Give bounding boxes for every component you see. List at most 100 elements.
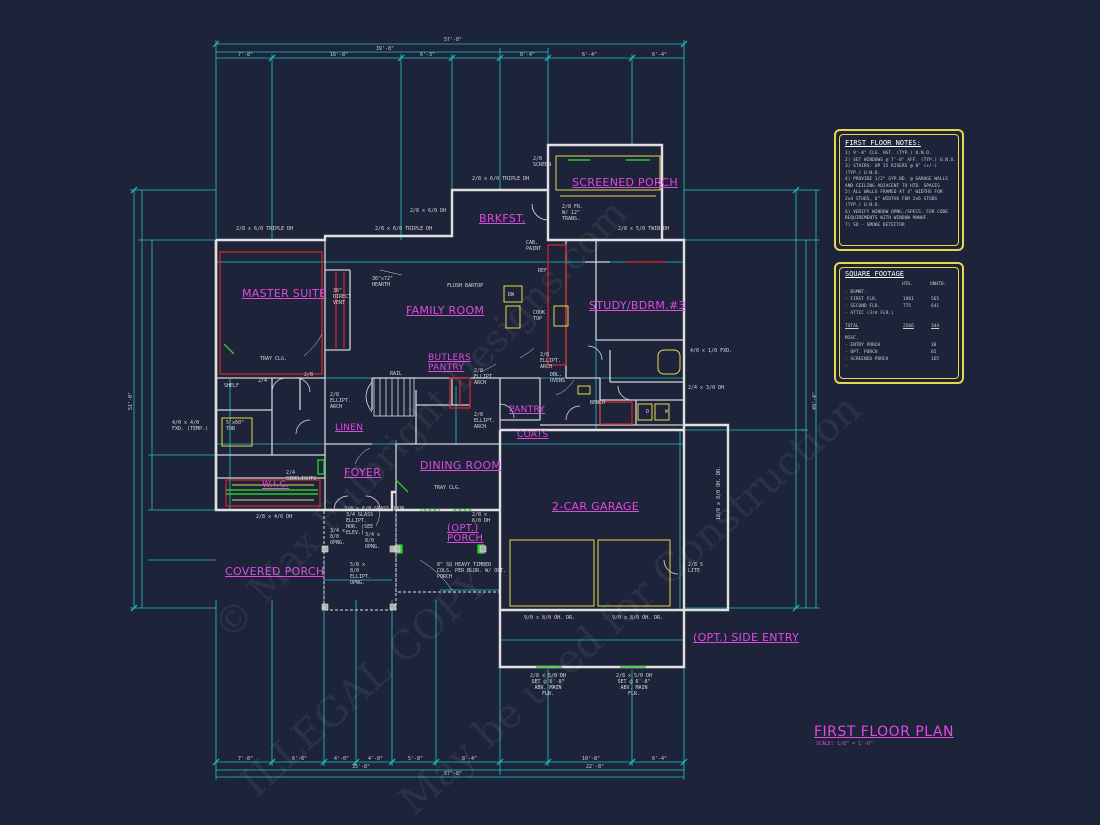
opening-dh-porch: 2/8 x 6/0 DH <box>472 512 491 524</box>
note-cook-top: COOK TOP <box>533 310 546 322</box>
opening-sidelights: 2/4 SIDELIGHTS <box>286 470 317 482</box>
dim-bottom-seg-5: 8'-4" <box>462 756 478 762</box>
dim-bottom-seg-4: 5'-8" <box>408 756 424 762</box>
sqft-total-label: TOTAL <box>845 324 859 329</box>
notes-line: 5) ALL WALLS FRAMED AT 4" WIDTHS FOR <box>845 190 943 195</box>
notes-line: (TYP.) U.N.O. <box>845 170 881 176</box>
opening-door-28: 2/8 <box>304 372 314 378</box>
sqft-misc-label: - <box>845 364 848 369</box>
dim-bottom-seg-0: 7'-8" <box>238 756 254 762</box>
interior-walls <box>216 240 684 510</box>
dim-top-total: 57'-8" <box>444 37 463 43</box>
sqft-col-unhtd: UNHTD. <box>930 282 947 287</box>
opening-twin-dh: 2/8 x 5/0 TWIN DH <box>618 226 670 232</box>
sqft-row-label: - BSMNT. <box>845 290 867 295</box>
note-screen-door: 2/8 SCREEN <box>533 156 552 168</box>
note-hearth: 36"x72" HEARTH <box>372 276 394 288</box>
room-label-opt-porch: (OPT.) PORCH <box>447 523 484 544</box>
notes-line: 2x4 STUDS, 6" WIDTHS FOR 2x6 STUDS <box>845 196 938 202</box>
notes-panel-border <box>839 134 959 246</box>
sqft-row-label: - ATTIC (3rd FLR.) <box>845 311 894 316</box>
opening-door-24: 2/4 <box>258 378 268 384</box>
notes-line: REQUIREMENTS WITH WINDOW MANUF. <box>845 216 929 221</box>
sqft-col-htd: HTD. <box>902 282 913 287</box>
room-label-garage: 2-CAR GARAGE <box>552 500 639 513</box>
sqft-misc-val: 165 <box>931 357 940 362</box>
note-tray-clg-master: TRAY CLG. <box>260 356 288 362</box>
note-timber-cols: 8" SQ HEAVY TIMBER COLS. PER BLDR. W/ OP… <box>437 562 507 580</box>
walls <box>214 143 730 669</box>
dim-bottom-seg-6: 10'-8" <box>582 756 601 762</box>
note-washer: W <box>665 409 669 415</box>
leaders <box>303 269 575 591</box>
room-label-family-room: FAMILY ROOM <box>406 304 485 317</box>
note-dbl-ovens: DBL. OVENS <box>550 372 566 384</box>
dim-bottom-second-left: 35'-8" <box>352 764 371 770</box>
opening-glass-door: 2/8 x 6/8 GLASS DOOR <box>344 506 405 512</box>
opening-dh-bottom-1: 2/8 x 5/0 DH SET @ 6'-8" ABV. MAIN FLR. <box>529 673 567 697</box>
fixtures <box>221 155 681 607</box>
note-shelf: SHELF <box>224 383 240 389</box>
room-label-master-suite: MASTER SUITE <box>242 287 327 300</box>
square-footage-panel: SQUARE FOOTAGE HTD. UNHTD. - BSMNT.- FIR… <box>834 262 964 384</box>
dimension-ticks <box>130 40 800 766</box>
dim-top-seg-0: 7'-8" <box>238 52 254 58</box>
dim-bottom-seg-7: 6'-4" <box>652 756 668 762</box>
notes-line: (TYP.) U.N.O. <box>845 203 881 208</box>
note-dw: DW <box>508 292 515 298</box>
opening-triple-dh-brkfst: 2/8 x 6/0 DH <box>410 208 447 214</box>
opening-garage-door-2: 9/0 x 8/0 OH. DR. <box>612 615 664 621</box>
notes-panel-title: FIRST FLOOR NOTES: <box>845 139 921 147</box>
opening-opng-2: 3/4 x 8/0 OPNG. <box>365 532 381 550</box>
red-walls <box>219 244 666 507</box>
room-label-foyer: FOYER <box>344 466 382 479</box>
note-dryer: D <box>646 409 650 415</box>
notes-line: 4) PROVIDE 1/2" GYP.BD. @ GARAGE WALLS <box>845 177 948 182</box>
note-tub: 5'x60" TUB <box>226 420 245 432</box>
opening-fxd-garage: 2/4 x 3/0 DH <box>688 385 725 391</box>
sqft-row-label: - SECOND FLR. <box>845 304 881 309</box>
note-rail: RAIL <box>390 371 403 377</box>
note-cab-paint: CAB. PAINT <box>526 240 542 252</box>
room-label-covered-porch: COVERED PORCH <box>225 565 325 578</box>
opening-fxd-right: 4/0 x 1/0 FXD. <box>690 348 733 354</box>
opening-ellipt-2: 2/8 ELLIPT. ARCH <box>474 368 496 386</box>
opening-glass-ellipt: 3/4 GLASS ELLIPT. HOR. (SEE ELEV.) <box>346 512 374 536</box>
room-label-dining-room: DINING ROOM <box>420 459 502 472</box>
opening-ellipt-1: 2/8 ELLIPT. ARCH <box>330 392 352 410</box>
dim-bottom-total: 57'-8" <box>444 771 463 777</box>
sqft-total-unhtd: 344 <box>931 324 940 329</box>
dim-bottom-seg-2: 4'-0" <box>334 756 350 762</box>
sqft-misc-label: - OPT. PORCH <box>845 350 878 355</box>
opening-dh-wic: 2/8 x 4/6 DH <box>256 514 293 520</box>
room-label-side-entry: (OPT.) SIDE ENTRY <box>693 631 800 644</box>
room-label-wic: W.I.C. <box>262 480 290 490</box>
opening-lite: 2/8 5 LITE <box>688 562 704 574</box>
sqft-misc-val: 65 <box>931 350 937 355</box>
room-label-study: STUDY/BDRM.#3 <box>589 299 686 312</box>
room-label-brkfst: BRKFST. <box>479 212 526 225</box>
first-floor-notes-panel: FIRST FLOOR NOTES: 1) 9'-8" CLG. HGT. (T… <box>834 129 964 251</box>
opening-ellipt-opng: 5/8 x 8/0 ELLIPT. OPNG. <box>350 562 372 586</box>
notes-line: 1) 9'-8" CLG. HGT. (TYP.) U.N.O. <box>845 151 932 156</box>
dim-bottom-second-right: 22'-8" <box>586 764 605 770</box>
notes-line: 7) SD - SMOKE DETECTOR <box>845 222 905 228</box>
opening-triple-dh-left: 2/8 x 6/0 TRIPLE DH <box>236 226 294 232</box>
sqft-misc-val: 38 <box>931 343 937 348</box>
notes-line: 6) VERIFY WINDOW OPNG./SPECS. FOR CODE <box>845 209 948 215</box>
notes-line: 3) STAIRS: UP 15 RISERS @ 8" (+/-) <box>845 164 938 169</box>
sqft-misc-label: - ENTRY PORCH <box>845 343 881 348</box>
dim-top-seg-1: 16'-8" <box>330 52 349 58</box>
dim-top-second: 39'-8" <box>376 46 395 52</box>
room-label-screened-porch: SCREENED PORCH <box>572 176 678 189</box>
sqft-misc-title: MISC. <box>845 336 859 341</box>
plan-scale: SCALE: 1/8" = 1'-0" <box>816 741 874 747</box>
sqft-misc-label: - SCREENED PORCH <box>845 357 889 362</box>
opening-fxd-bath: 4/0 x 4/0 FXD. (TEMP.) <box>172 420 209 432</box>
note-tray-clg-dining: TRAY CLG. <box>434 485 462 491</box>
opening-dh-bottom-2: 2/8 x 5/0 DH SET @ 6'-8" ABV. MAIN FLR. <box>615 673 653 697</box>
note-direct-vent: 36" DIRECT VENT <box>333 288 352 306</box>
opening-triple-dh-mid: 2/8 x 6/0 TRIPLE DH <box>375 226 433 232</box>
opening-garage-door-1: 9/0 x 8/0 OH. DR. <box>524 615 576 621</box>
